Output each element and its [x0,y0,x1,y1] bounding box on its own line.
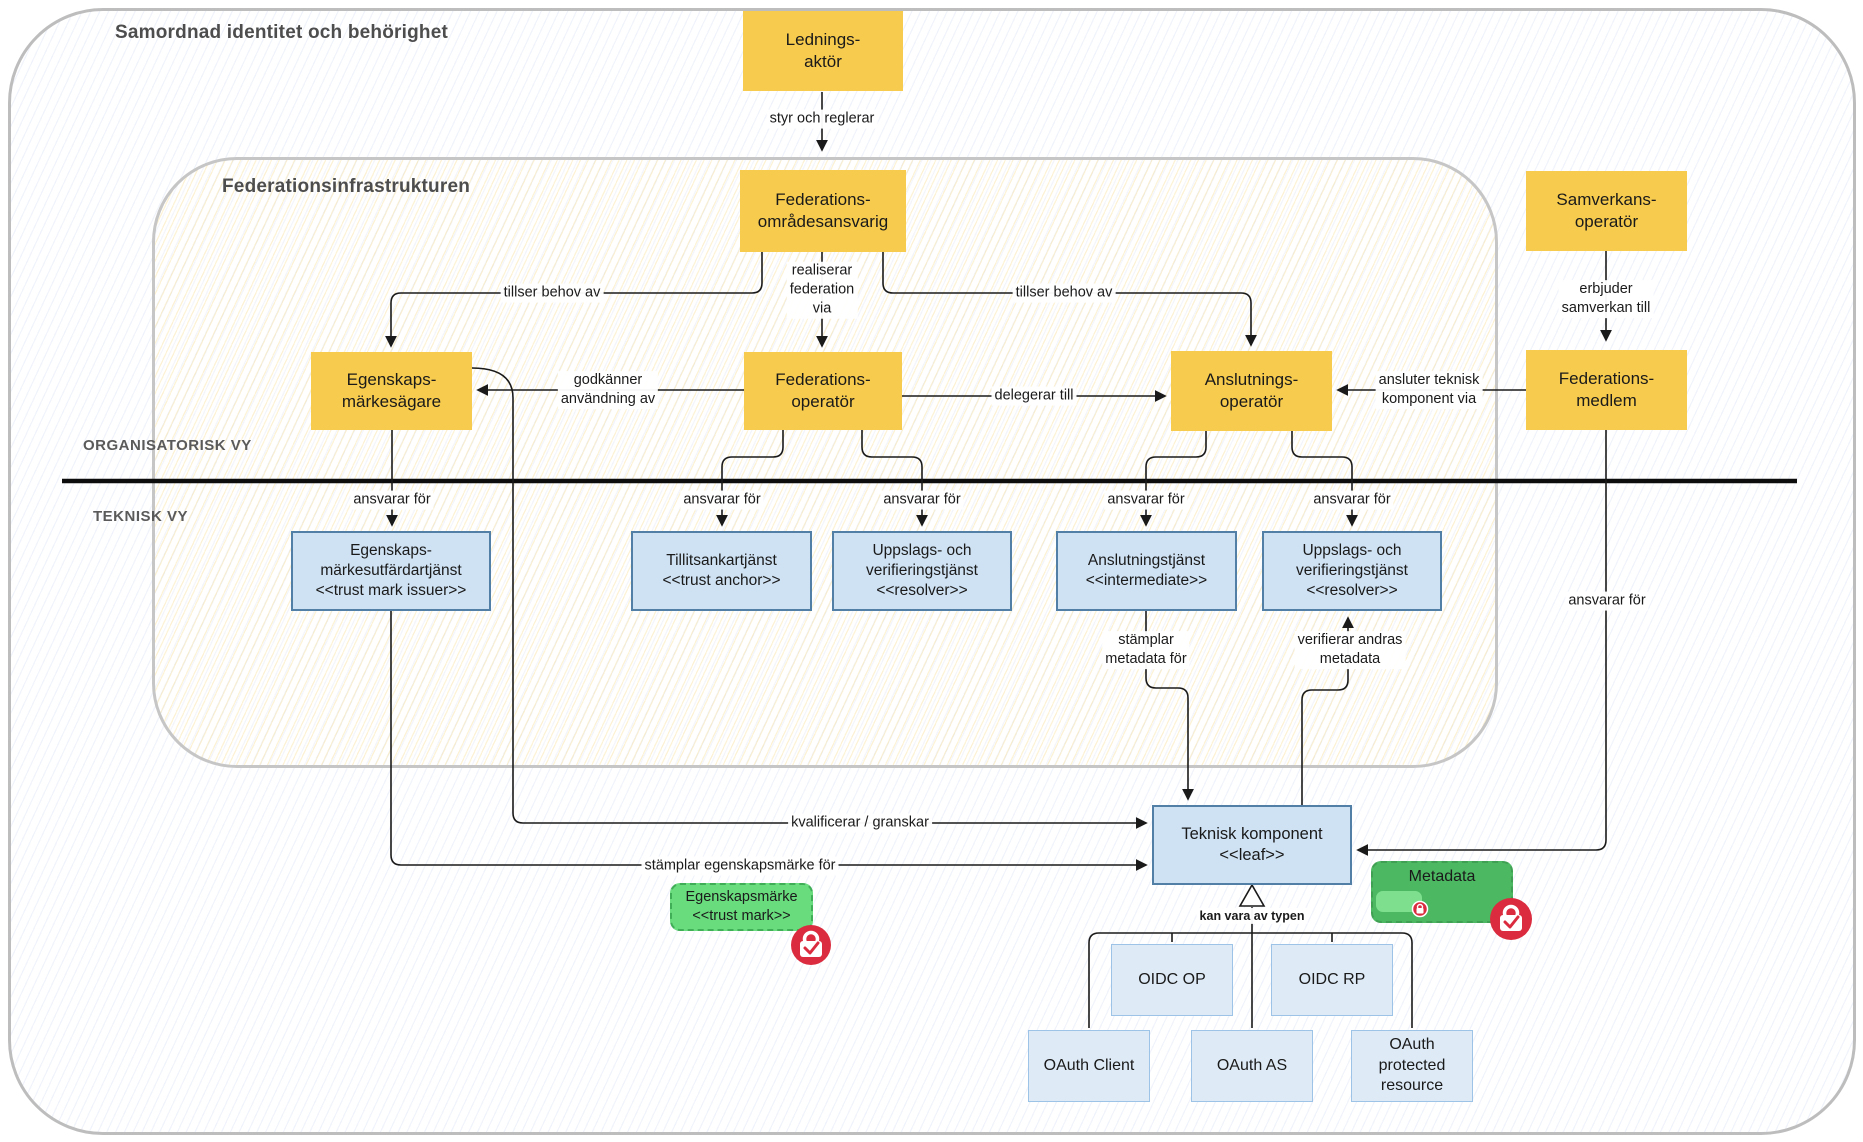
node-label: Lednings- aktör [785,30,861,71]
node-trust-mark-issuer: Egenskaps- märkesutfärdartjänst <<trust … [291,531,491,611]
node-label: OIDC OP [1138,970,1206,988]
edge-label-delegerar-till: delegerar till [991,386,1077,406]
node-federationsomradesansvarig: Federations- områdesansvarig [740,170,906,252]
edge-label-styr-och-reglerar: styr och reglerar [766,109,878,129]
node-resolver-left: Uppslags- och verifieringstjänst <<resol… [832,531,1012,611]
note-label: Metadata [1408,868,1476,885]
node-label: Egenskaps- märkesägare [341,370,442,411]
edge-label-kvalificerar-granskar: kvalificerar / granskar [788,813,932,833]
node-label: Federations- medlem [1558,369,1655,410]
node-label: Uppslags- och verifieringstjänst <<resol… [866,542,978,599]
node-label: Anslutningstjänst <<intermediate>> [1085,552,1208,589]
edge-label-ansvarar-for-4: ansvarar för [1104,490,1188,510]
metadata-document-chip [1376,891,1422,912]
node-oauth-client: OAuth Client [1028,1030,1150,1102]
node-label: Teknisk komponent <<leaf>> [1181,824,1323,864]
node-label: Federations- områdesansvarig [757,190,889,231]
node-oidc-rp: OIDC RP [1271,944,1393,1016]
node-label: OAuth AS [1216,1056,1288,1074]
edge-label-ansluter-teknisk-komponent-via: ansluter teknisk komponent via [1375,371,1483,409]
node-ledningsaktor: Lednings- aktör [743,11,903,91]
node-trust-anchor: Tillitsankartjänst <<trust anchor>> [631,531,812,611]
outer-title: Samordnad identitet och behörighet [115,22,448,43]
note-label: Egenskapsmärke <<trust mark>> [685,889,798,924]
edge-label-ansvarar-for-5: ansvarar för [1310,490,1394,510]
node-oauth-as: OAuth AS [1191,1030,1313,1102]
node-label: Egenskaps- märkesutfärdartjänst <<trust … [315,542,467,599]
edge-label-ansvarar-for-2: ansvarar för [680,490,764,510]
node-anslutningsoperator: Anslutnings- operatör [1171,351,1332,431]
node-oauth-protected-resource: OAuth protected resource [1351,1030,1473,1102]
node-federationsmedlem: Federations- medlem [1526,350,1687,430]
edge-label-stamplar-metadata-for: stämplar metadata för [1102,631,1190,669]
edge-label-ansvarar-for-3: ansvarar för [880,490,964,510]
note-egenskapsmarke-trust-mark: Egenskapsmärke <<trust mark>> [670,883,813,931]
edge-label-realiserar-federation-via: realiserar federation via [786,261,858,319]
lane-label-organisatorisk-vy: ORGANISATORISK VY [83,437,252,454]
node-oidc-op: OIDC OP [1111,944,1233,1016]
node-label: Anslutnings- operatör [1204,370,1299,411]
node-teknisk-komponent-leaf: Teknisk komponent <<leaf>> [1152,805,1352,885]
edge-label-tillser-behov-av-right: tillser behov av [1012,283,1116,303]
node-samverkansoperator: Samverkans- operatör [1526,171,1687,251]
node-label: OAuth Client [1043,1056,1135,1074]
edge-label-tillser-behov-av-left: tillser behov av [500,283,604,303]
edge-label-stamplar-egenskapsmarke-for: stämplar egenskapsmärke för [641,856,839,876]
edge-label-godkanner-anvandning-av: godkänner användning av [557,371,659,409]
edge-label-ansvarar-for-6: ansvarar för [1565,591,1649,611]
node-resolver-right: Uppslags- och verifieringstjänst <<resol… [1262,531,1442,611]
edge-label-erbjuder-samverkan-till: erbjuder samverkan till [1558,280,1654,318]
node-egenskapsmarkesagare: Egenskaps- märkesägare [311,352,472,430]
node-label: OIDC RP [1298,970,1366,988]
lane-label-teknisk-vy: TEKNISK VY [93,508,189,525]
edge-label-kan-vara-av-typen: kan vara av typen [1196,907,1308,925]
node-intermediate: Anslutningstjänst <<intermediate>> [1056,531,1237,611]
node-label: Uppslags- och verifieringstjänst <<resol… [1296,542,1408,599]
node-label: OAuth protected resource [1378,1036,1446,1095]
node-federationsoperator: Federations- operatör [744,352,902,430]
edge-label-ansvarar-for-1: ansvarar för [350,490,434,510]
node-label: Tillitsankartjänst <<trust anchor>> [662,552,781,589]
node-label: Samverkans- operatör [1556,190,1657,231]
edge-label-verifierar-andras-metadata: verifierar andras metadata [1294,631,1406,669]
node-label: Federations- operatör [775,370,871,411]
inner-title: Federationsinfrastrukturen [222,176,471,197]
